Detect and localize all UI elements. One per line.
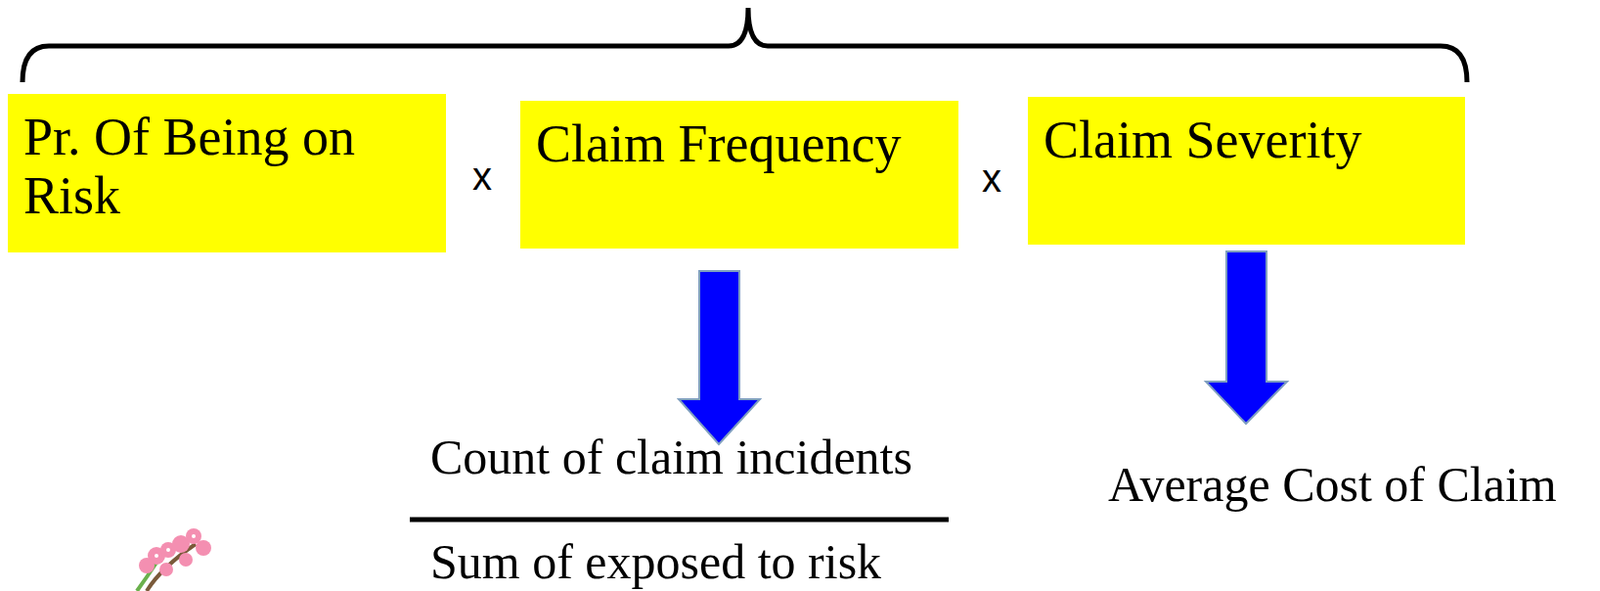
denominator-text: Sum of exposed to risk [430,534,882,589]
formula-text: Average Cost of Claim [1108,457,1557,512]
flower-icon [136,528,212,591]
multiply-sign: x [981,158,1002,198]
fraction-bar [409,517,949,523]
down-arrow [678,270,760,445]
yellow-box: Claim Frequency [520,100,959,249]
yellow-box: Claim Severity [1027,96,1466,245]
yellow-box: Pr. Of Being on Risk [7,93,446,253]
down-arrow [1205,251,1288,424]
curly-brace [22,7,1467,83]
box-text: Pr. Of Being on Risk [23,107,431,226]
multiply-sign: x [472,156,492,196]
box-text: Claim Frequency [535,114,943,174]
box-text: Claim Severity [1043,110,1450,170]
numerator-text: Count of claim incidents [430,430,913,485]
